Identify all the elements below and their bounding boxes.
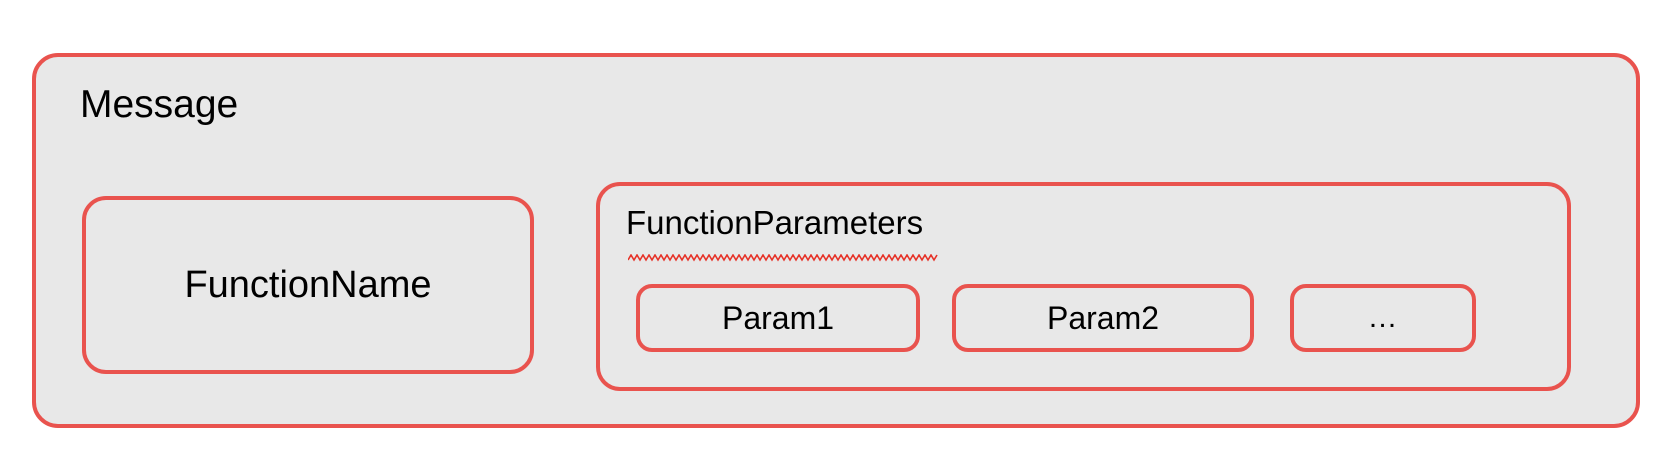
spellcheck-underline-icon <box>628 254 938 262</box>
param-chip-ellipsis[interactable]: … <box>1290 284 1476 352</box>
function-parameters-box[interactable]: FunctionParameters Param1 Param2 … <box>596 182 1571 391</box>
param-chip-1[interactable]: Param1 <box>636 284 920 352</box>
param-chip-1-label: Param1 <box>721 300 835 336</box>
function-name-label: FunctionName <box>184 264 432 306</box>
message-box[interactable]: Message FunctionName FunctionParameters … <box>32 53 1640 428</box>
param-chip-2-label: Param2 <box>1046 300 1160 336</box>
param-chip-2[interactable]: Param2 <box>952 284 1254 352</box>
function-parameters-label: FunctionParameters <box>626 204 924 241</box>
message-box-label: Message <box>80 83 239 126</box>
function-name-box[interactable]: FunctionName <box>82 196 534 374</box>
param-chip-ellipsis-label: … <box>1367 301 1399 334</box>
